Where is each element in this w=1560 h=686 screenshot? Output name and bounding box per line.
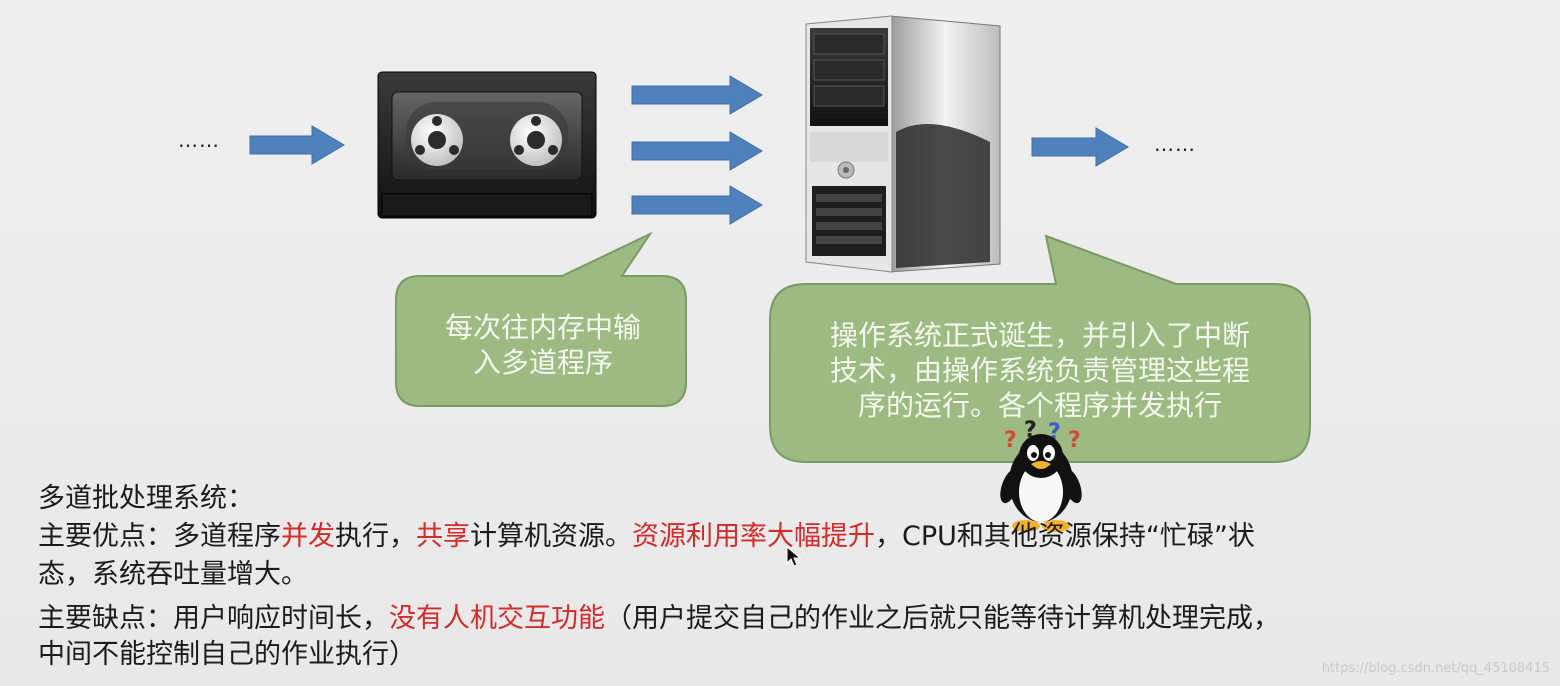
arrow-to-tape (249, 125, 345, 165)
bubble-right-line-1: 操作系统正式诞生，并引入了中断 (829, 319, 1250, 352)
right-ellipsis: …… (1154, 132, 1196, 156)
left-ellipsis: …… (178, 128, 220, 152)
advantages-part-2: 执行， (335, 521, 416, 552)
bubble-left-line-1: 每次往内存中输 (444, 311, 641, 344)
bubble-right-line-3: 序的运行。各个程序并发执行 (857, 389, 1222, 422)
arrow-from-server (1031, 127, 1129, 167)
advantages-part-4: ，CPU和其他资源保持“忙碌”状 (875, 521, 1255, 552)
advantages-highlight-share: 共享 (416, 521, 470, 552)
speech-bubble-right (769, 234, 1311, 463)
disadvantages-highlight-no-interaction: 没有人机交互功能 (389, 603, 605, 634)
disadvantages-line-1: 主要缺点：用户响应时间长，没有人机交互功能（用户提交自己的作业之后就只能等待计算… (38, 600, 1280, 638)
arrow-tape-to-server-2 (631, 131, 763, 171)
watermark: https://blog.csdn.net/qq_45108415 (1321, 661, 1550, 676)
advantages-line-1: 主要优点：多道程序并发执行，共享计算机资源。资源利用率大幅提升，CPU和其他资源… (38, 518, 1255, 556)
heading-multiprogram-batch: 多道批处理系统： (38, 483, 254, 514)
tape-cassette-icon (377, 71, 597, 219)
advantages-label: 主要优点： (38, 521, 173, 552)
mouse-cursor-icon (786, 546, 802, 567)
disadvantages-label: 主要缺点： (38, 603, 173, 634)
arrow-tape-to-server-1 (631, 75, 763, 115)
disadvantages-part-2: （用户提交自己的作业之后就只能等待计算机处理完成， (605, 603, 1280, 634)
advantages-highlight-utilization: 资源利用率大幅提升 (632, 521, 875, 552)
arrow-tape-to-server-3 (631, 185, 763, 225)
speech-bubble-right-text: 操作系统正式诞生，并引入了中断 技术，由操作系统负责管理这些程 序的运行。各个程… (780, 318, 1300, 423)
bubble-right-line-2: 技术，由操作系统负责管理这些程 (829, 354, 1250, 387)
disadvantages-part-1: 用户响应时间长， (173, 603, 389, 634)
bubble-left-line-2: 入多道程序 (472, 346, 613, 379)
speech-bubble-left (395, 232, 687, 407)
penguin-icon (1000, 434, 1082, 532)
advantages-line-2: 态，系统吞吐量增大。 (38, 559, 308, 590)
advantages-part-3: 计算机资源。 (470, 521, 632, 552)
disadvantages-line-2: 中间不能控制自己的作业执行） (38, 639, 416, 670)
advantages-part-1: 多道程序 (173, 521, 281, 552)
server-computer-icon (805, 15, 1001, 273)
question-mark-1: ? (1004, 428, 1017, 453)
question-mark-4: ? (1068, 428, 1081, 453)
speech-bubble-left-text: 每次往内存中输 入多道程序 (402, 310, 684, 380)
advantages-highlight-concurrent: 并发 (281, 521, 335, 552)
